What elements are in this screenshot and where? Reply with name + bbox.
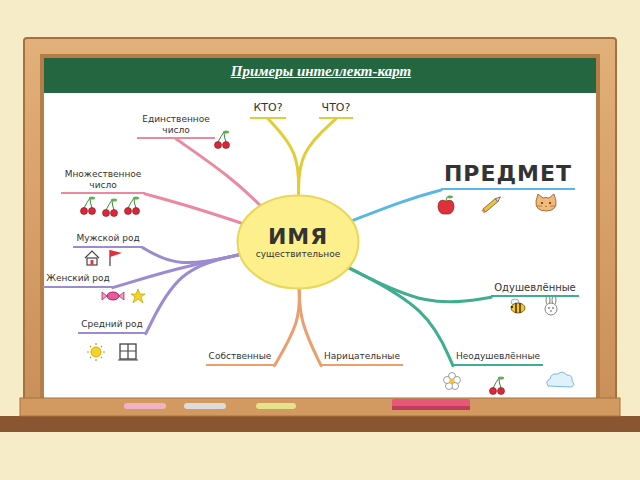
branch-line [349,268,491,302]
illustrations [81,131,574,395]
node-label: Одушевлённые [494,282,576,294]
branch-label: Мужской род [73,232,142,247]
pencil-icon [482,195,502,213]
candy-icon [102,292,124,300]
node-label: ИМЯ [268,224,328,249]
house-icon [85,251,99,265]
frame-inner-edge [40,54,600,402]
branch-label: Нарицательные [321,350,403,365]
branch-line [143,248,240,263]
node-label: ЧТО? [322,102,351,115]
node-label: Женский род [46,273,110,283]
branch-label: ЧТО? [319,101,354,119]
chalk-tray [20,398,620,416]
cherry-icon [490,377,505,395]
center-circle: ИМЯсуществительное [236,194,360,290]
branch-label: Средний род [78,318,146,333]
title-holder: Примеры интеллект-карт [45,62,597,80]
cherries-icon [81,197,140,217]
wooden-frame [24,38,616,410]
branch-line [299,119,336,195]
node-sublabel: существительное [256,249,340,259]
node-label: Средний род [81,319,143,329]
chalk-pieces [124,399,470,410]
node-label: Нарицательные [324,351,400,361]
flag-icon [110,250,122,266]
bee-icon [511,299,525,313]
flower-icon [444,373,461,390]
sun-icon [87,343,105,361]
branch-line [268,119,299,195]
branch-line [274,289,299,366]
star-icon [131,289,145,303]
apple-icon [438,196,454,215]
node-label: Мужской род [76,233,139,243]
node-label: Неодушевлённые [456,351,540,361]
branch-label: КТО? [250,101,285,119]
branch-label: ПРЕДМЕТ [441,160,575,190]
cloud-icon [547,372,574,387]
branch-line [176,139,260,205]
title-bar [44,58,596,93]
branch-label: Одушевлённые [491,281,579,298]
title-text: Примеры интеллект-карт [231,63,411,80]
node-label: Единственное число [140,114,212,135]
rabbit-icon [545,295,557,315]
paper [44,93,596,399]
branch-line [146,255,239,334]
branch-line [145,194,242,223]
branch-label: Множественное число [61,168,145,194]
branch-label: Женский род [43,272,113,287]
node-label: Собственные [209,351,272,361]
node-label: ПРЕДМЕТ [444,161,572,186]
node-label: Множественное число [64,169,142,190]
window-icon [118,344,138,360]
branch-label: Собственные [206,350,275,365]
branch-line [352,190,441,221]
node-label: КТО? [253,102,282,115]
branch-line [299,289,321,366]
branch-line [349,268,453,366]
circle-shape [238,196,359,289]
branch-label: Единственное число [137,113,215,139]
cat-icon [536,194,556,211]
board-ledge [0,416,640,432]
branch-label: Неодушевлённые [453,350,543,365]
cherry-icon [215,131,230,149]
